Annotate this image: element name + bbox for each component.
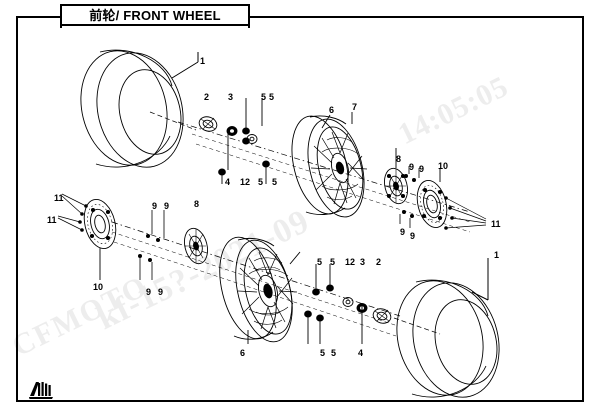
part-callout-3: 3 — [360, 257, 366, 267]
part-callout-6: 6 — [329, 105, 335, 115]
part-callout-8: 8 — [396, 154, 402, 164]
part-callout-12: 12 — [345, 257, 356, 267]
part-callout-11: 11 — [491, 219, 501, 229]
part-callout-9: 9 — [400, 227, 406, 237]
part-callout-6: 6 — [240, 348, 246, 358]
part-callout-5: 5 — [272, 177, 278, 187]
title-box: 前轮/ FRONT WHEEL — [60, 4, 250, 28]
part-callout-2: 2 — [376, 257, 382, 267]
part-callout-9: 9 — [419, 164, 425, 174]
part-callout-3: 3 — [228, 92, 234, 102]
cfmoto-logo-mark — [29, 382, 53, 399]
part-callout-4: 4 — [358, 348, 364, 358]
part-callout-5: 5 — [330, 257, 336, 267]
title-box-left-rule — [60, 6, 62, 28]
part-callout-2: 2 — [204, 92, 210, 102]
part-callout-1: 1 — [494, 250, 500, 260]
part-callout-5: 5 — [320, 348, 326, 358]
part-callout-10: 10 — [93, 282, 104, 292]
title-box-right-rule — [248, 6, 250, 28]
part-callout-7: 7 — [352, 102, 358, 112]
part-callout-10: 10 — [438, 161, 449, 171]
part-callout-9: 9 — [164, 201, 170, 211]
part-callout-9: 9 — [146, 287, 152, 297]
part-callout-12: 12 — [240, 177, 251, 187]
part-callout-5: 5 — [331, 348, 337, 358]
page-title: 前轮/ FRONT WHEEL — [89, 8, 221, 23]
part-callout-4: 4 — [225, 177, 231, 187]
diagram-border — [16, 16, 584, 402]
part-callout-9: 9 — [158, 287, 164, 297]
part-callout-5: 5 — [261, 92, 267, 102]
part-callout-11: 11 — [54, 193, 64, 203]
part-callout-5: 5 — [258, 177, 264, 187]
part-callout-9: 9 — [410, 231, 416, 241]
part-callout-1: 1 — [200, 56, 206, 66]
part-callout-11: 11 — [47, 215, 57, 225]
part-callout-8: 8 — [194, 199, 200, 209]
part-callout-5: 5 — [317, 257, 323, 267]
part-callout-9: 9 — [152, 201, 158, 211]
part-callout-9: 9 — [409, 162, 415, 172]
part-callout-5: 5 — [269, 92, 275, 102]
